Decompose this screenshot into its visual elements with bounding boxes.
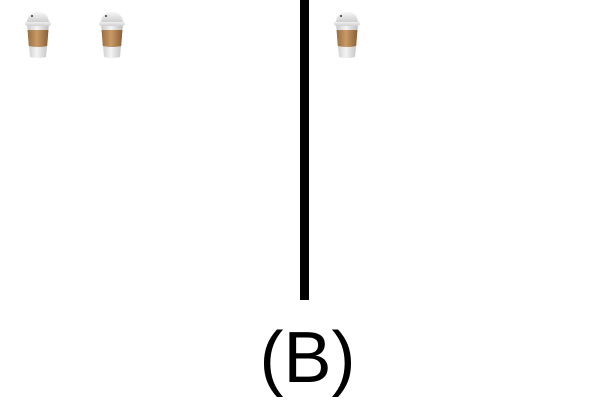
coffee-cup-icon xyxy=(96,10,128,60)
coffee-cup-icon xyxy=(22,10,54,60)
panel-label: (B) xyxy=(259,318,356,398)
vertical-divider xyxy=(300,0,309,300)
coffee-cup-icon xyxy=(331,10,363,60)
